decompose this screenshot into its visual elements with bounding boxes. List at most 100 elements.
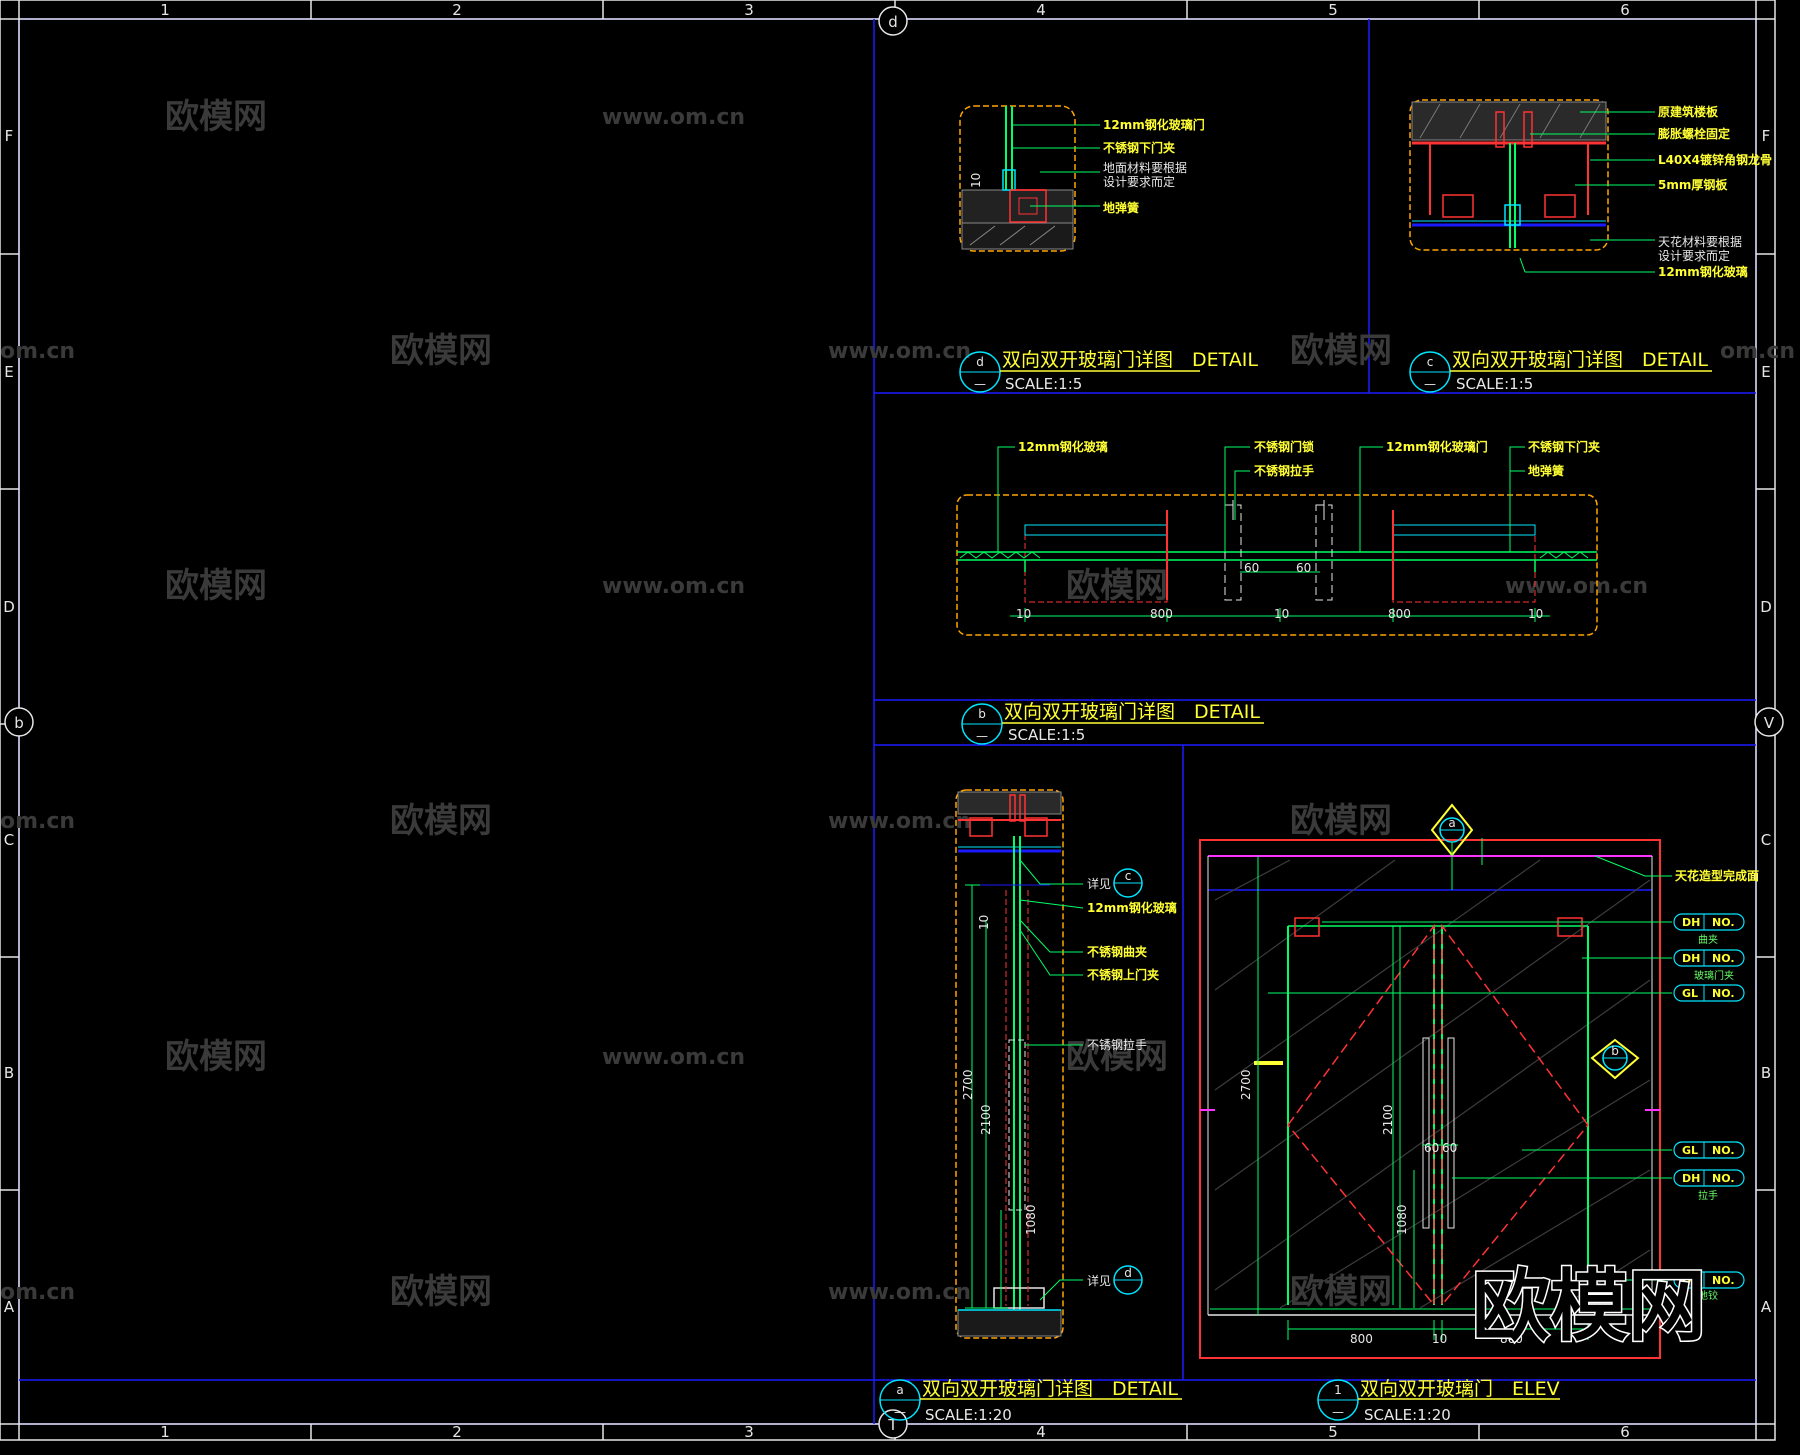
svg-text:d: d xyxy=(1124,1266,1132,1280)
detail-a-scale: SCALE:1:20 xyxy=(925,1406,1012,1424)
col-label: 2 xyxy=(452,1,462,19)
detail-d-title: 双向双开玻璃门详图 DETAIL xyxy=(1002,349,1258,371)
elevation-leaders xyxy=(1268,855,1672,1281)
detail-c-drawing xyxy=(1409,99,1609,251)
dimension: 1080 xyxy=(1395,1204,1409,1235)
col-label: 5 xyxy=(1328,1423,1338,1441)
wm-url: om.cn xyxy=(0,809,75,834)
detail-a-leaders xyxy=(1019,859,1084,1301)
dimension: 800 xyxy=(1388,607,1411,621)
label: 设计要求而定 xyxy=(1658,248,1730,263)
elevation-callout-a: a xyxy=(1430,803,1483,890)
dimension: 800 xyxy=(1500,1332,1523,1346)
wm-url: www.om.cn xyxy=(602,574,745,599)
svg-text:地铰: 地铰 xyxy=(1698,1289,1718,1302)
dimension: 10 xyxy=(1528,607,1543,621)
column-labels-top: 1 2 3 4 5 6 xyxy=(160,1,1630,19)
label: 设计要求而定 xyxy=(1103,174,1175,189)
material-tag: DH NO. 玻璃门夹 xyxy=(1673,949,1745,982)
row-label: D xyxy=(1760,598,1772,616)
title-block-b: b — 双向双开玻璃门详图 DETAIL SCALE:1:5 xyxy=(961,701,1264,745)
svg-text:c: c xyxy=(1125,869,1132,883)
detail-b-labels: 12mm钢化玻璃 不锈钢门锁 不锈钢拉手 12mm钢化玻璃门 不锈钢下门夹 地弹… xyxy=(1016,439,1600,621)
elevation-labels: 天花造型完成面 2700 2100 1080 60 60 800 10 800 xyxy=(1239,868,1759,1346)
panel-dividers xyxy=(19,19,1756,1424)
label: 不锈钢上门夹 xyxy=(1087,967,1159,982)
watermark-logo: 欧模网 xyxy=(1472,1262,1706,1352)
svg-text:DH: DH xyxy=(1682,916,1700,929)
svg-text:DH: DH xyxy=(1682,1274,1700,1287)
svg-text:c: c xyxy=(1427,355,1434,369)
label: 膨胀螺栓固定 xyxy=(1657,126,1730,141)
wm-url: om.cn xyxy=(0,339,75,364)
svg-text:DH: DH xyxy=(1682,1172,1700,1185)
detail-a-title: 双向双开玻璃门详图 DETAIL xyxy=(922,1378,1178,1400)
svg-text:NO.: NO. xyxy=(1712,1172,1735,1185)
row-label: B xyxy=(1761,1064,1771,1082)
label: 不锈钢曲夹 xyxy=(1087,944,1147,959)
row-label: A xyxy=(1761,1298,1772,1316)
svg-text:DH: DH xyxy=(1682,952,1700,965)
title-block-c: c — 双向双开玻璃门详图 DETAIL SCALE:1:5 xyxy=(1409,349,1712,393)
svg-text:—: — xyxy=(1332,1405,1344,1419)
col-label: 1 xyxy=(160,1,170,19)
material-tag: DH NO. 拉手 xyxy=(1673,1169,1745,1202)
col-label: 6 xyxy=(1620,1,1630,19)
elevation-drawing xyxy=(1199,839,1661,1359)
material-tag: DH NO. 曲夹 xyxy=(1673,913,1745,946)
elevation-callout-b: b xyxy=(1590,1038,1640,1080)
detail-c-leaders xyxy=(1519,111,1655,273)
dimension: 60 xyxy=(1296,561,1311,575)
dimension: 2700 xyxy=(961,1069,975,1100)
border-column-ticks xyxy=(310,0,1480,1440)
label: 天花材料要根据 xyxy=(1658,234,1742,249)
label: 不锈钢下门夹 xyxy=(1528,439,1600,454)
svg-text:V: V xyxy=(1764,714,1775,732)
svg-text:曲夹: 曲夹 xyxy=(1698,933,1718,946)
label: 详见 xyxy=(1087,876,1111,891)
detail-d-labels: 12mm钢化玻璃门 不锈钢下门夹 地面材料要根据 设计要求而定 地弹簧 10 xyxy=(969,117,1205,215)
row-label: E xyxy=(1761,363,1770,381)
wm-url: www.om.cn xyxy=(602,1045,745,1070)
svg-text:b: b xyxy=(14,714,24,732)
wm-brand: 欧模网 xyxy=(1066,1037,1168,1077)
detail-b-drawing xyxy=(956,494,1598,636)
svg-text:NO.: NO. xyxy=(1712,916,1735,929)
detail-c-labels: 原建筑楼板 膨胀螺栓固定 L40X4镀锌角钢龙骨 5mm厚钢板 天花材料要根据 … xyxy=(1657,104,1772,279)
label: 地弹簧 xyxy=(1528,463,1564,478)
label: 12mm钢化玻璃 xyxy=(1658,264,1748,279)
row-label: B xyxy=(4,1064,14,1082)
marker-d-top: d xyxy=(878,6,908,36)
label: L40X4镀锌角钢龙骨 xyxy=(1658,152,1772,167)
dimension: 800 xyxy=(1150,607,1173,621)
wm-url: om.cn xyxy=(1720,339,1795,364)
material-tag: GL NO. xyxy=(1673,1141,1745,1159)
label: 详见 xyxy=(1087,1273,1111,1288)
watermarks: 欧模网 www.om.cn 欧模网 www.om.cn 欧模网 om.cn om… xyxy=(0,97,1795,1312)
detail-d-scale: SCALE:1:5 xyxy=(1005,375,1082,393)
detail-c-title: 双向双开玻璃门详图 DETAIL xyxy=(1452,349,1708,371)
dimension: 10 xyxy=(1016,607,1031,621)
svg-text:—: — xyxy=(974,377,986,391)
detail-a-drawing xyxy=(955,789,1064,1339)
svg-text:b: b xyxy=(1611,1044,1619,1058)
dimension: 60 xyxy=(1442,1141,1457,1155)
wm-url: om.cn xyxy=(0,1280,75,1305)
row-label: F xyxy=(1762,127,1771,145)
svg-text:NO.: NO. xyxy=(1712,1274,1735,1287)
dimension: 2700 xyxy=(1239,1069,1253,1100)
col-label: 4 xyxy=(1036,1423,1046,1441)
wm-brand: 欧模网 xyxy=(1290,801,1392,841)
wm-url: www.om.cn xyxy=(828,809,971,834)
detail-d-drawing xyxy=(959,105,1076,252)
detail-c-scale: SCALE:1:5 xyxy=(1456,375,1533,393)
detail-b-dimension-line xyxy=(1010,571,1550,622)
label: 不锈钢门锁 xyxy=(1254,439,1314,454)
row-label: A xyxy=(4,1298,15,1316)
label: 不锈钢下门夹 xyxy=(1103,140,1175,155)
svg-text:a: a xyxy=(1448,816,1455,830)
wm-brand: 欧模网 xyxy=(165,566,267,606)
row-label: E xyxy=(4,363,13,381)
ceiling-finish-label: 天花造型完成面 xyxy=(1675,868,1759,883)
